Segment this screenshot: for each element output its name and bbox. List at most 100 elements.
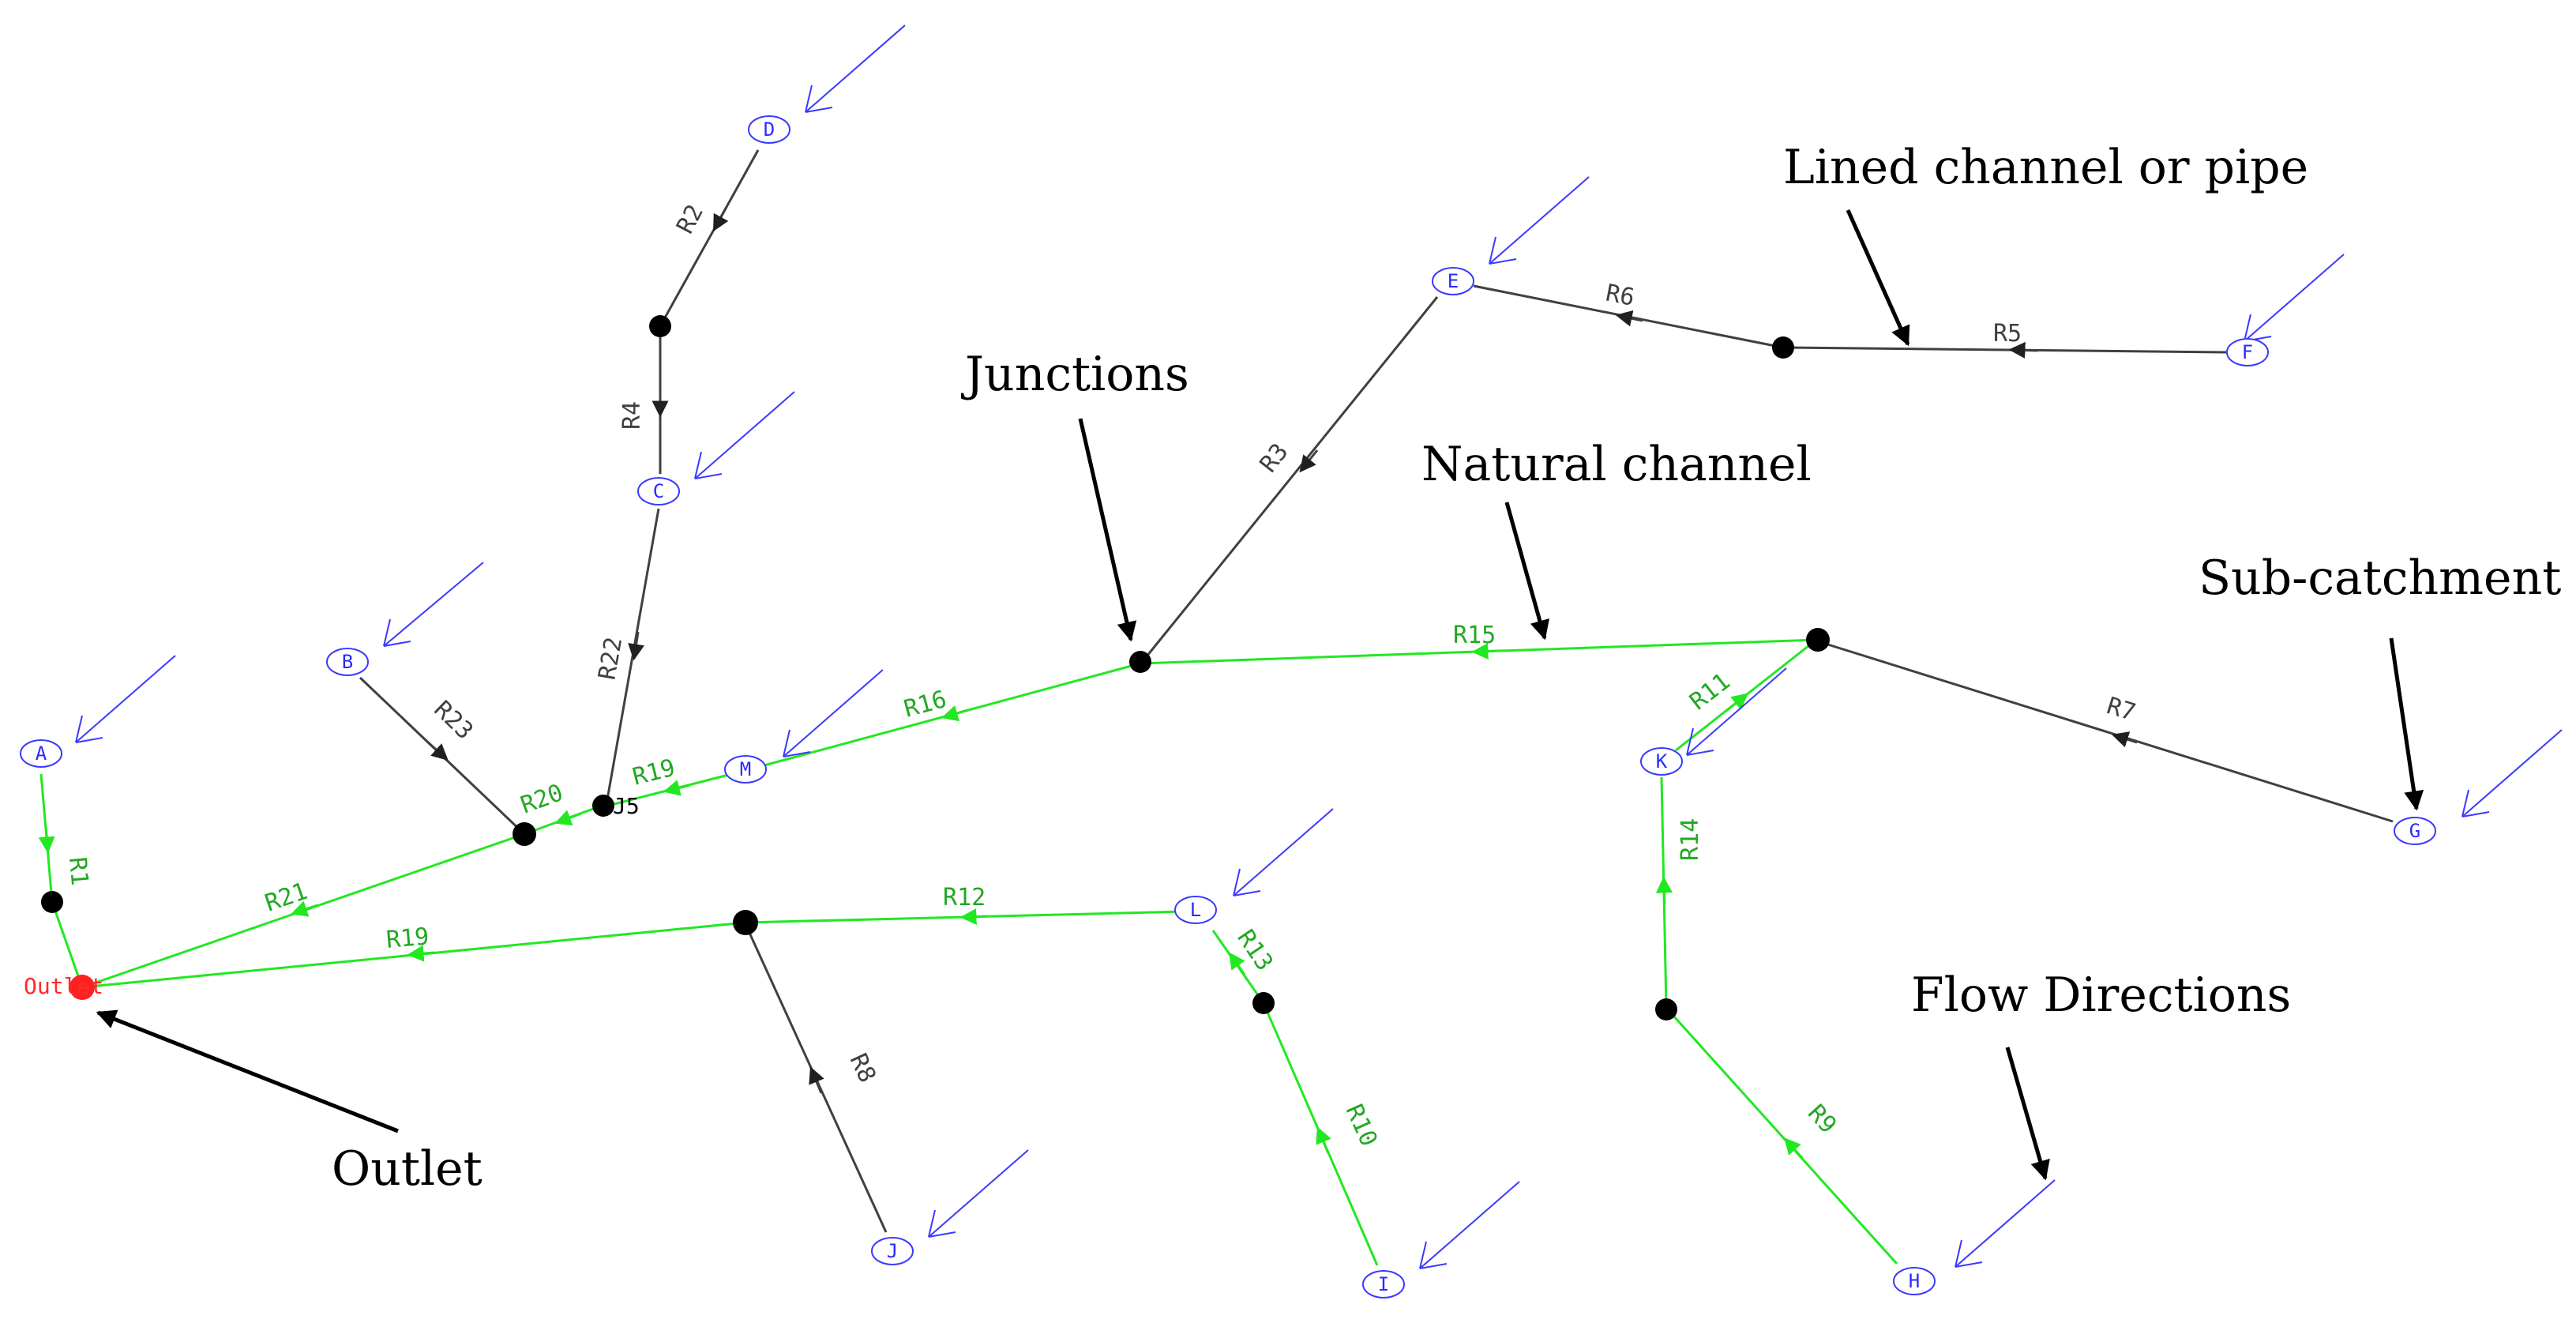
reach-r9-arrow (1784, 1137, 1804, 1159)
reach-r5-arrow (2008, 341, 2038, 359)
subcatchment-d: D (748, 115, 790, 144)
annotation-pointers (96, 209, 2424, 1181)
annotation-flow-directions: Flow Directions (1911, 968, 2291, 1023)
reach-label-r3: R3 (1255, 438, 1294, 478)
flow-arrow-b (383, 562, 484, 647)
flow-arrow-l (1233, 808, 1334, 896)
reach-r13-arrow (1228, 952, 1246, 975)
subcatchment-label-f: F (2242, 341, 2253, 363)
reach-label-r12: R12 (943, 884, 986, 911)
subcatchment-nodes: A B C D E F G H (20, 115, 2436, 1299)
reach-r12 (745, 910, 1185, 924)
subcatchment-label-m: M (740, 758, 751, 780)
reach-label-r2: R2 (671, 200, 709, 238)
reach-r20-arrow (554, 810, 582, 826)
subcatchment-e: E (1432, 267, 1474, 295)
subcatchment-m: M (724, 755, 767, 784)
reach-label-r15: R15 (1453, 622, 1496, 649)
reach-r15-arrow (1471, 643, 1500, 660)
flow-arrow-j (928, 1149, 1029, 1238)
reach-label-r9: R9 (1802, 1099, 1842, 1139)
annotation-subcatchment: Sub-catchment (2199, 551, 2561, 606)
annotation-natural-channel: Natural channel (1421, 437, 1812, 492)
reach-label-r14: R14 (1677, 818, 1704, 861)
subcatchment-label-a: A (36, 742, 47, 765)
annotation-pointer-outlet (96, 1009, 399, 1133)
subcatchment-g: G (2394, 817, 2436, 845)
subcatchment-label-e: E (1448, 270, 1459, 292)
flow-arrow-d (805, 24, 906, 113)
natural-channel-reaches (38, 638, 1898, 1266)
junction-id-label: J5 (613, 793, 640, 819)
flow-arrow-h (1955, 1179, 2056, 1268)
junction-nodes (41, 315, 1830, 1020)
flow-arrow-g (2461, 729, 2563, 817)
junction-node (1252, 992, 1275, 1014)
subcatchment-a: A (20, 739, 62, 768)
annotation-pointer-subcatchment (2389, 637, 2424, 811)
flow-arrow-m (783, 669, 884, 757)
reach-r22-arrow (628, 631, 644, 661)
reach-r3 (1142, 296, 1439, 661)
junction-node (733, 910, 758, 935)
subcatchment-label-g: G (2409, 820, 2420, 842)
reach-r19-upper-arrow (663, 780, 691, 796)
reach-r21-arrow (291, 900, 318, 917)
subcatchment-label-d: D (764, 118, 775, 141)
reach-labels: R1 R2 R3 R4 R5 R6 R7 R8 R9 R10 R11 R12 R… (63, 200, 2139, 1150)
annotation-pointer-natural (1504, 502, 1549, 641)
reach-r23-arrow (425, 739, 449, 761)
reach-r2-arrow (712, 206, 729, 232)
reach-to-outlet (51, 901, 84, 988)
outlet-node: Outlet (24, 973, 103, 1000)
reach-r7-arrow (2111, 731, 2138, 748)
reach-label-r22: R22 (593, 635, 628, 682)
reach-label-r23: R23 (428, 696, 478, 746)
annotation-pointer-junctions (1078, 418, 1137, 642)
flow-arrow-a (75, 655, 176, 743)
reach-label-r7: R7 (2104, 692, 2139, 727)
subcatchment-label-k: K (1656, 750, 1668, 772)
subcatchment-c: C (637, 477, 680, 506)
flow-arrow-e (1489, 176, 1590, 265)
reach-r16-arrow (941, 705, 969, 722)
subcatchment-label-i: I (1378, 1273, 1389, 1295)
reach-label-r19-upper: R19 (629, 754, 678, 791)
subcatchment-k: K (1640, 747, 1683, 776)
reach-r6-arrow (1615, 310, 1643, 327)
subcatchment-i: I (1362, 1270, 1405, 1299)
annotation-labels: Lined channel or pipe Junctions Natural … (332, 140, 2561, 1197)
reach-label-r10: R10 (1340, 1100, 1383, 1151)
junction-node (649, 315, 671, 337)
reach-label-r1: R1 (63, 856, 93, 887)
subcatchment-flow-arrows (75, 24, 2563, 1269)
reach-r10-arrow (1316, 1126, 1331, 1154)
reach-r2 (659, 149, 760, 327)
junction-node (1772, 336, 1794, 359)
subcatchment-b: B (326, 648, 369, 676)
reach-r3-arrow (1299, 449, 1319, 473)
subcatchment-f: F (2226, 338, 2269, 366)
reach-r8-arrow (809, 1066, 824, 1094)
lined-channel-reaches (359, 149, 2394, 1233)
subcatchment-label-j: J (887, 1240, 898, 1262)
junction-node (1655, 998, 1677, 1020)
reach-label-r8: R8 (844, 1050, 881, 1088)
reach-r19-lower-arrow (407, 945, 435, 962)
reach-label-r19-lower: R19 (385, 923, 430, 954)
junction-node (513, 822, 536, 846)
subcatchment-j: J (871, 1237, 914, 1265)
subcatchment-label-h: H (1909, 1270, 1920, 1292)
flow-arrow-i (1419, 1181, 1520, 1269)
reach-label-r20: R20 (517, 779, 567, 819)
reach-r14-arrow (1655, 876, 1673, 904)
subcatchment-h: H (1893, 1267, 1936, 1295)
reach-label-r4: R4 (618, 401, 646, 430)
subcatchment-label-c: C (653, 480, 664, 502)
reach-r1-arrow (38, 825, 55, 854)
flow-arrow-f (2244, 254, 2345, 342)
reach-r9 (1665, 1006, 1898, 1265)
annotation-junctions: Junctions (960, 347, 1189, 402)
annotation-pointer-lined (1846, 209, 1910, 347)
